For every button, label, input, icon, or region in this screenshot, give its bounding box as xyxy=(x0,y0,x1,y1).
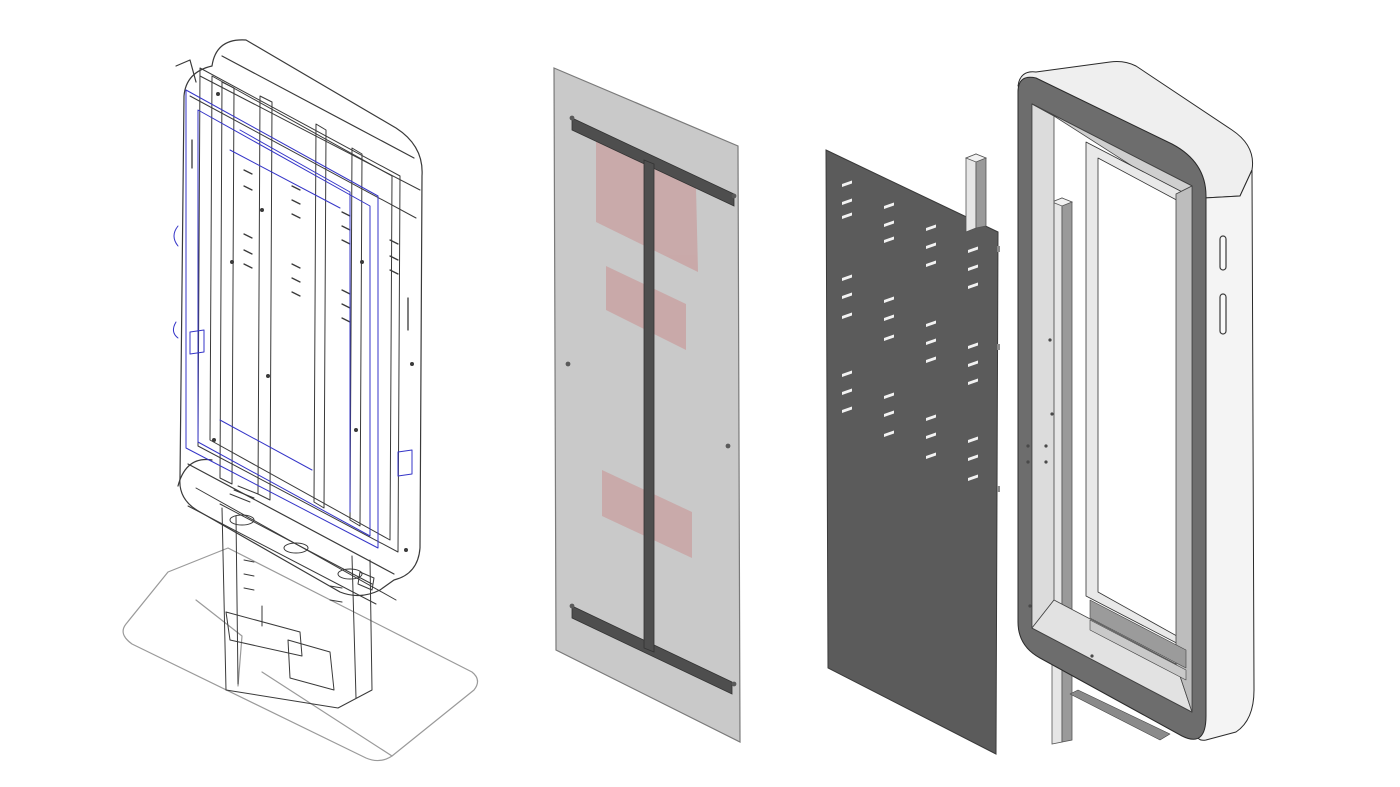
plate-slot xyxy=(968,378,978,385)
plate-slot xyxy=(968,282,978,289)
housing-inner-holes xyxy=(1026,338,1094,658)
plate-slot xyxy=(968,436,978,443)
housing-inner-left-wall xyxy=(1031,103,1055,629)
housing-inner-right-wall xyxy=(1175,185,1193,713)
plate-slot xyxy=(926,224,936,231)
outer-housing-frame xyxy=(1017,61,1255,741)
inner-frame xyxy=(187,67,421,605)
housing-screen-window xyxy=(1085,141,1191,651)
plate-slot xyxy=(842,370,852,377)
plate-slot xyxy=(884,296,894,303)
plate-slot xyxy=(842,406,852,413)
housing-bottom-ledge xyxy=(1089,599,1187,669)
glass-screws xyxy=(565,115,737,687)
plate-slot xyxy=(926,338,936,345)
plate-slot xyxy=(968,264,978,271)
plate-slot xyxy=(884,202,894,209)
plate-slot xyxy=(968,454,978,461)
stand-column xyxy=(221,507,373,709)
plate-slot xyxy=(968,246,978,253)
plate-slot xyxy=(926,356,936,363)
plate-slot xyxy=(968,474,978,481)
plate-slot xyxy=(926,432,936,439)
plate-slot xyxy=(926,414,936,421)
plate-slot xyxy=(842,212,852,219)
plate-slot xyxy=(842,274,852,281)
plate-slot xyxy=(842,180,852,187)
bottom-vent-area xyxy=(219,485,375,591)
glass-panel xyxy=(553,67,741,743)
wireframe-screws xyxy=(212,92,414,552)
plate-slot xyxy=(884,334,894,341)
plate-slot xyxy=(884,410,894,417)
base-plate xyxy=(122,547,479,762)
plate-slot xyxy=(842,292,852,299)
plate-slots xyxy=(842,180,978,481)
assembled-kiosk-wireframe xyxy=(122,39,479,762)
plate-slot xyxy=(842,388,852,395)
plate-slot xyxy=(884,236,894,243)
plate-slot xyxy=(884,392,894,399)
inner-screen-blue xyxy=(172,89,413,549)
perforated-back-plate xyxy=(825,149,1000,755)
short-vertical-bar xyxy=(964,153,988,233)
plate-slot xyxy=(926,452,936,459)
plate-slot xyxy=(842,312,852,319)
plate-slot xyxy=(884,220,894,227)
plate-slot xyxy=(842,198,852,205)
cabinet-shell xyxy=(175,39,423,597)
plate-slot xyxy=(968,342,978,349)
plate-slot xyxy=(968,360,978,367)
glass-mounting-rails xyxy=(571,117,735,695)
plate-slot xyxy=(926,320,936,327)
plate-slot xyxy=(884,314,894,321)
plate-side-pegs xyxy=(997,246,1000,492)
wireframe-slots xyxy=(191,139,409,331)
plate-slot xyxy=(926,242,936,249)
plate-slot xyxy=(884,430,894,437)
housing-side-slots xyxy=(1219,235,1227,335)
plate-slot xyxy=(926,260,936,267)
